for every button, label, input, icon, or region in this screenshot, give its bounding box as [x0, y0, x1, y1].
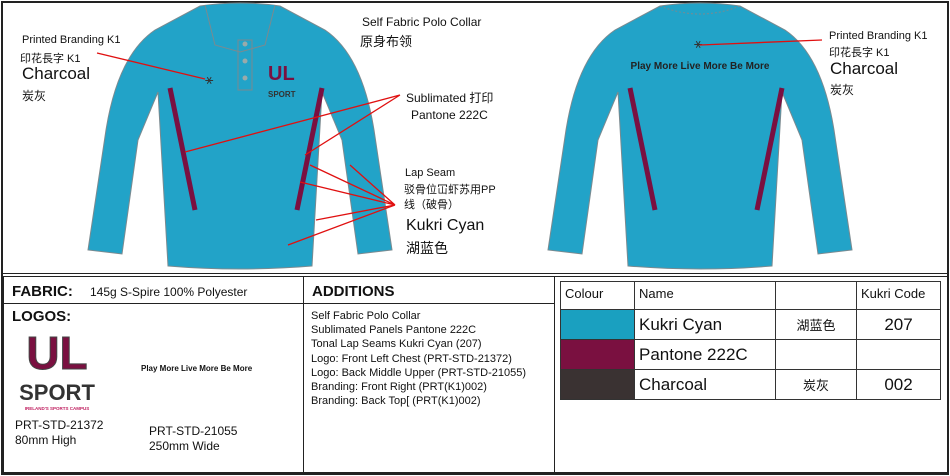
logo2-size: 250mm Wide [149, 439, 220, 453]
table-row: Pantone 222C [560, 339, 941, 370]
back-branding-colour: Charcoal [830, 59, 899, 78]
logo-tagline: IRELAND'S SPORTS CAMPUS [24, 406, 90, 411]
garment-illustrations: ⚹ UL SPORT ⚹ Play More Live More Be More [87, 2, 853, 270]
collar-label: Self Fabric Polo Collar [362, 15, 482, 29]
sublimated-label: Sublimated 打印 [406, 91, 494, 105]
back-slogan: Play More Live More Be More [631, 61, 770, 72]
colour-name: Pantone 222C [634, 339, 776, 370]
k1-mark-back: ⚹ [694, 35, 703, 51]
button [242, 75, 248, 81]
colour-code: 207 [856, 309, 941, 340]
fabric-label: FABRIC: [12, 283, 73, 300]
lap-seam-label: Lap Seam [405, 167, 456, 179]
additions-item: Branding: Back Top[ (PRT(K1)002) [311, 395, 481, 408]
front-branding-colour: Charcoal [22, 64, 91, 83]
ul-sport-logo: UL SPORT IRELAND'S SPORTS CAMPUS [14, 326, 100, 412]
col-header: Colour [560, 281, 635, 310]
table-row: Kukri Cyan 湖蓝色 207 [560, 309, 941, 340]
body-colour-label: Kukri Cyan [406, 217, 485, 234]
back-branding-colour-cn: 炭灰 [830, 83, 855, 97]
fabric-value: 145g S-Spire 100% Polyester [90, 285, 248, 299]
colour-name: Kukri Cyan [634, 309, 776, 340]
table-header-row: Colour Name Kukri Code [560, 281, 941, 310]
logo1-code: PRT-STD-21372 [15, 418, 104, 432]
body-colour-cn: 湖蓝色 [406, 240, 448, 256]
callout-lines [96, 39, 823, 246]
front-branding-colour-cn: 炭灰 [22, 89, 47, 103]
left-panel-stripe [167, 87, 198, 211]
colour-swatch [560, 369, 635, 400]
table-row: Charcoal 炭灰 002 [560, 369, 941, 400]
col-header [775, 281, 857, 310]
colour-swatch [560, 339, 635, 370]
right-panel-stripe [294, 87, 325, 211]
lap-seam-cn-1: 驳骨位冚虾苏用PP [404, 184, 496, 196]
colour-cn: 炭灰 [775, 369, 857, 400]
collar-label-cn: 原身布领 [360, 34, 413, 49]
colour-swatch [560, 309, 635, 340]
colour-cn: 湖蓝色 [775, 309, 857, 340]
additions-item: Self Fabric Polo Collar [311, 310, 421, 322]
additions-item: Tonal Lap Seams Kukri Cyan (207) [311, 338, 482, 351]
additions-item: Sublimated Panels Pantone 222C [311, 324, 477, 337]
logo-sport-text: SPORT [19, 380, 95, 405]
button [242, 41, 248, 47]
back-branding-label: Printed Branding K1 [829, 30, 928, 42]
front-shirt: ⚹ UL SPORT [87, 2, 393, 270]
back-shirt: ⚹ Play More Live More Be More [547, 2, 853, 270]
col-header: Name [634, 281, 776, 310]
additions-title: ADDITIONS [312, 283, 395, 300]
colour-name: Charcoal [634, 369, 776, 400]
colour-code: 002 [856, 369, 941, 400]
colour-code [856, 339, 941, 370]
pantone-label: Pantone 222C [411, 108, 488, 122]
logo1-size: 80mm High [15, 433, 77, 447]
chest-logo: UL [268, 63, 295, 85]
logo2-slogan: Play More Live More Be More [141, 364, 253, 373]
colour-table: Colour Name Kukri Code Kukri Cyan 湖蓝色 20… [560, 281, 941, 400]
logo2-code: PRT-STD-21055 [149, 424, 238, 438]
button [242, 58, 248, 64]
col-header: Kukri Code [856, 281, 941, 310]
front-branding-cn: 印花長字 K1 [20, 53, 81, 65]
additions-list: Self Fabric Polo Collar Sublimated Panel… [311, 309, 526, 408]
chest-logo-sport: SPORT [268, 90, 296, 99]
divider [2, 273, 948, 274]
front-branding-label: Printed Branding K1 [22, 34, 121, 46]
k1-mark-front: ⚹ [205, 71, 214, 87]
lap-seam-cn-2: 线（破骨） [404, 199, 459, 211]
colour-cn [775, 339, 857, 370]
placket [237, 39, 253, 91]
logo-ul-text: UL [26, 327, 88, 380]
additions-item: Logo: Back Middle Upper (PRT-STD-21055) [311, 366, 527, 379]
colours-box [554, 276, 948, 473]
logos-title: LOGOS: [12, 308, 72, 325]
back-branding-cn: 印花長字 K1 [829, 47, 890, 59]
additions-item: Logo: Front Left Chest (PRT-STD-21372) [311, 352, 512, 365]
additions-item: Branding: Front Right (PRT(K1)002) [311, 381, 487, 394]
